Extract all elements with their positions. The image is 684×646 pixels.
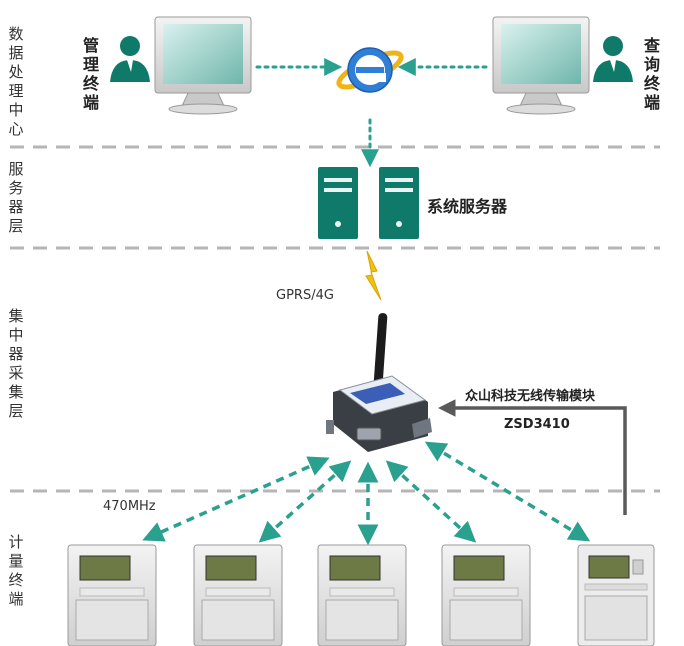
meter-icon: [67, 544, 157, 646]
terminal-links: [255, 58, 488, 168]
ie-browser-icon: [336, 47, 404, 93]
monitor-icon: [492, 16, 590, 115]
layer-label-server: 服务器层: [8, 160, 24, 235]
concentrator-device: [326, 313, 432, 452]
user-icon: [110, 36, 150, 82]
server-icon: [318, 167, 358, 239]
lightning-icon: [365, 250, 382, 301]
wireless-links: [142, 441, 591, 546]
manage-terminal-label: 管理终端: [82, 36, 99, 112]
meter-icon: [577, 544, 655, 646]
frequency-label: 470MHz: [103, 499, 156, 514]
layer-label-data-center: 数据处理中心: [8, 25, 24, 138]
monitor-icon: [154, 16, 252, 115]
meter-icon: [317, 544, 407, 646]
gprs-label: GPRS/4G: [276, 288, 334, 303]
module-name-label: 众山科技无线传输模块: [465, 389, 596, 404]
meter-icon: [441, 544, 531, 646]
user-icon: [593, 36, 633, 82]
layer-label-metering: 计量终端: [8, 533, 24, 608]
server-icon: [379, 167, 419, 239]
module-arrow: [438, 399, 627, 515]
server-label: 系统服务器: [427, 197, 508, 216]
antenna-icon: [373, 313, 388, 385]
module-model-label: ZSD3410: [504, 417, 570, 432]
layer-label-concentrator: 集中器采集层: [8, 307, 24, 420]
query-terminal-label: 查询终端: [643, 36, 660, 112]
meter-icon: [193, 544, 283, 646]
